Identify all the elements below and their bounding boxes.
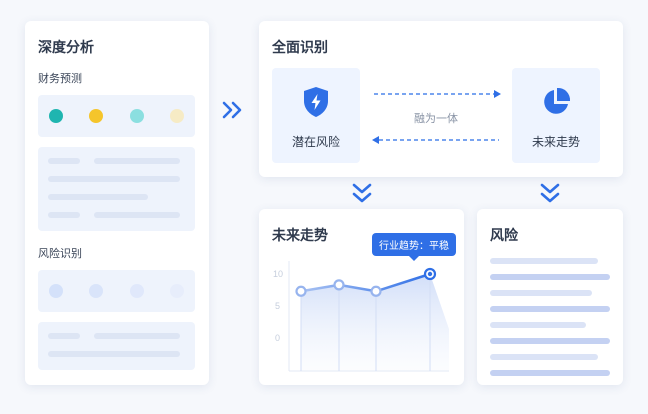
data-point	[295, 285, 307, 297]
placeholder-bar	[94, 333, 180, 339]
light-blue-dot	[170, 284, 184, 298]
y-tick-label: 0	[275, 333, 280, 343]
yellow-dot	[89, 109, 103, 123]
analysis-title: 深度分析	[38, 40, 94, 56]
risk-bar	[490, 258, 598, 264]
data-point	[333, 279, 345, 291]
trend-node: 未来走势	[512, 68, 600, 163]
trend-title: 未来走势	[272, 228, 328, 244]
teal-dot	[49, 109, 63, 123]
placeholder-bar	[94, 158, 180, 164]
risk-bar	[490, 306, 610, 312]
arrow-to-risk	[372, 136, 499, 144]
risk-node: 潜在风险	[272, 68, 360, 163]
data-point	[370, 285, 382, 297]
trend-line	[300, 272, 431, 293]
merge-label: 融为一体	[414, 112, 458, 125]
risk-bars-panel	[38, 322, 195, 370]
risk-bar	[490, 290, 592, 296]
placeholder-bar	[48, 176, 180, 182]
risk-node-label: 潜在风险	[291, 135, 340, 149]
risk-bar	[490, 338, 610, 344]
double-chevron-down-icon	[540, 183, 560, 203]
trend-node-label: 未来走势	[531, 135, 580, 149]
risk-bar	[490, 322, 586, 328]
finance-dots-panel	[38, 95, 195, 137]
shield-lightning-icon	[304, 87, 328, 117]
recognition-card: 全面识别 潜在风险 融为一体 未来走势	[259, 21, 623, 177]
recognition-title: 全面识别	[272, 40, 328, 56]
analysis-card: 深度分析 财务预测 风险识别	[25, 21, 209, 385]
cream-dot	[170, 109, 184, 123]
risk-title: 风险	[490, 228, 518, 244]
y-tick-label: 10	[273, 269, 283, 279]
risk-bar	[490, 274, 610, 280]
placeholder-bar	[48, 158, 80, 164]
pie-chart-icon	[544, 87, 571, 114]
y-tick-label: 5	[275, 301, 280, 311]
double-chevron-down-icon	[352, 183, 372, 203]
arrow-to-trend	[374, 90, 501, 98]
light-blue-dot	[49, 284, 63, 298]
placeholder-bar	[48, 212, 80, 218]
trend-line-chart: 10 5 0	[273, 261, 449, 372]
trend-area	[301, 274, 449, 371]
trend-tooltip: 行业趋势：平稳	[372, 233, 456, 261]
finance-bars-panel	[38, 147, 195, 231]
risk-dots-panel	[38, 270, 195, 312]
risk-bar	[490, 354, 598, 360]
placeholder-bar	[48, 194, 148, 200]
placeholder-bar	[48, 333, 80, 339]
cyan-dot	[130, 109, 144, 123]
data-point-core	[427, 271, 433, 277]
placeholder-bar	[48, 351, 180, 357]
risk-recognition-label: 风险识别	[38, 247, 82, 260]
finance-forecast-label: 财务预测	[38, 72, 82, 85]
risk-card: 风险	[477, 209, 623, 385]
risk-bar	[490, 370, 610, 376]
trend-card: 未来走势 10 5 0 行业趋势：平稳	[259, 209, 464, 385]
light-blue-dot	[130, 284, 144, 298]
placeholder-bar	[94, 212, 180, 218]
double-chevron-right-icon	[222, 101, 242, 119]
light-blue-dot	[89, 284, 103, 298]
